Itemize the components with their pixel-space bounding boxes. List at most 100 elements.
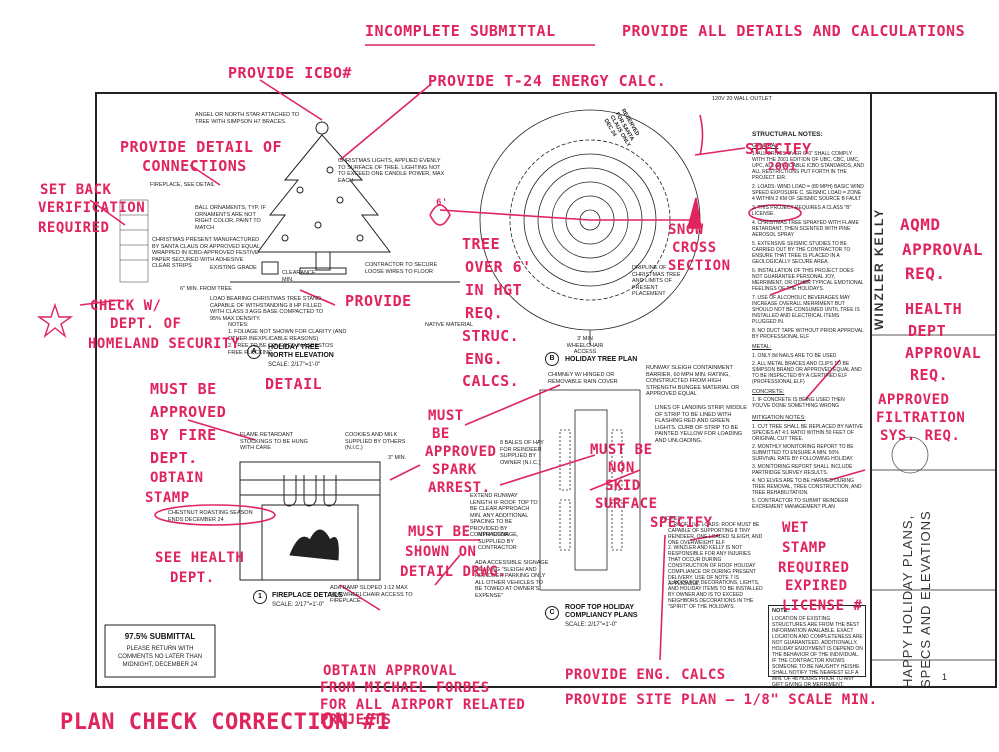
markup-fire-3: BY FIRE [150, 426, 217, 444]
note-contractor: CONTRACTOR TO SECURE LOOSE WIRES TO FLOO… [365, 262, 438, 275]
structural-note-3: 3. THIS PROJECT REQUIRES A CLASS "B" LIC… [752, 205, 852, 217]
note-hay: 8 BALES OF HAY FOR REINDEER SUPPLIED BY … [500, 440, 544, 466]
project-title-1: HAPPY HOLIDAY PLANS, [900, 514, 915, 688]
markup-expired-1: EXPIRED [785, 578, 848, 594]
view-tag-b: B [545, 352, 559, 366]
markup-fire-2: APPROVED [150, 403, 227, 421]
markup-spark-3: APPROVED [425, 444, 497, 460]
tree-subtitle: NORTH ELEVATION [268, 352, 334, 359]
view-tag-1: 1 [253, 590, 267, 604]
markup-tree-1: TREE [462, 235, 501, 253]
markup-provide-all: PROVIDE ALL DETAILS AND CALCULATIONS [622, 22, 966, 40]
markup-fire-4: DEPT. [150, 449, 198, 467]
note-fireplace-see: FIREPLACE, SEE DETAIL [150, 182, 216, 188]
structural-note-6: 6. INSTALLATION OF THIS PROJECT DOES NOT… [752, 268, 864, 292]
location-note-box: NOTE: LOCATION OF EXISTING STRUCTURES AR… [768, 605, 866, 688]
markup-health-1: HEALTH [905, 300, 963, 318]
markup-shown-1: MUST BE [408, 524, 471, 540]
note-access: 3' MIN WHEELCHAIR ACCESS [566, 336, 604, 355]
markup-filter-1: APPROVED [878, 392, 950, 408]
markup-snow-3: SECTION [668, 258, 731, 274]
note-dripline: DRIPLINE OF CHRISTMAS TREE AND LIMITS OF… [632, 265, 681, 297]
note-notes-hdr: NOTES: [228, 322, 249, 328]
markup-expired-2: LICENSE # [782, 598, 863, 614]
markup-filter-3: SYS. REQ. [880, 428, 961, 444]
note-chestnut: CHESTNUT ROASTING SEASON ENDS DECEMBER 2… [168, 510, 253, 523]
markup-plan-check: PLAN CHECK CORRECTION #1 [60, 710, 390, 735]
markup-specify-top: SPECIFY [745, 140, 812, 158]
markup-tree-3: IN HGT [465, 281, 523, 299]
markup-aqmd-2: APPROVAL [902, 240, 984, 259]
markup-wet-2: STAMP [782, 540, 827, 556]
markup-skid-3: SKID [605, 478, 641, 494]
roof-title-1: ROOF TOP HOLIDAY [565, 604, 635, 611]
structural-note-7: 7. USE OF ALCOHOLIC BEVERAGES MAY INCREA… [752, 295, 860, 325]
view-tag-a: A [247, 345, 261, 359]
location-note: LOCATION OF EXISTING STRUCTURES ARE FROM… [772, 615, 863, 688]
markup-filter-2: FILTRATION [876, 410, 966, 426]
markup-detail: DETAIL [265, 375, 323, 393]
note-extend: EXTEND RUNWAY LENGTH IF ROOF TOP TO BE C… [470, 493, 538, 538]
note-angel: ANGEL OR NORTH STAR ATTACHED TO TREE WIT… [195, 112, 300, 125]
markup-setback-1: SET BACK [40, 182, 112, 198]
sheet-number: 1 [942, 672, 948, 682]
markup-health-3: APPROVAL [905, 344, 982, 362]
note-lines: LINES OF LANDING STRIP, MIDDLE OF STRIP … [655, 405, 747, 444]
general-header: GENERAL [752, 142, 779, 149]
markup-connections-2: CONNECTIONS [142, 157, 247, 175]
markup-spark-5: ARREST. [428, 480, 491, 496]
note-balls: BALL ORNAMENTS, TYP. IF ORNAMENTS ARE NO… [195, 205, 266, 231]
markup-forbes-2: FROM MICHAEL FORBES [320, 680, 490, 696]
plan-title: HOLIDAY TREE PLAN [565, 356, 638, 363]
note-ramp: ADA RAMP SLOPED 1:12 MAX FOR WHEELCHAIR … [330, 585, 413, 604]
markup-incomplete: INCOMPLETE SUBMITTAL [365, 22, 556, 40]
markup-year: 2001 [768, 160, 797, 173]
markup-snow-1: SNOW [668, 222, 704, 238]
note-native: NATIVE MATERIAL [425, 322, 474, 328]
submittal-line1: PLEASE RETURN WITH [126, 646, 194, 652]
markup-provide: PROVIDE [345, 292, 412, 310]
roof-plan-outline [539, 389, 641, 591]
markup-eng-calcs: PROVIDE ENG. CALCS [565, 667, 726, 683]
structural-note-1: 1. ALL DRIVES OVER 6'-0" SHALL COMPLY WI… [752, 151, 864, 181]
mitigation-header: MITIGATION NOTES: [752, 415, 806, 421]
location-note-header: NOTE: [772, 608, 790, 614]
roof-title-2: COMPLIANCY PLANS [565, 612, 638, 619]
markup-tree-5: STRUC. [462, 327, 520, 345]
markup-setback-2: VERIFICATION [38, 200, 146, 216]
markup-skid-4: SURFACE [595, 496, 658, 512]
fireplace-title: FIREPLACE DETAILS [272, 592, 344, 599]
christmas-tree-elevation [230, 121, 460, 283]
note-clearance: CLEARANCE MIN. [282, 270, 316, 283]
note-chimney: CHIMNEY W/ HINGED OR REMOVABLE RAIN COVE… [548, 372, 618, 385]
roof-note-3: 3. ROOF TOP DECORATIONS, LIGHTS, AND HOL… [668, 580, 763, 610]
fireplace-scale: SCALE: 2/17"=1'-0" [272, 602, 325, 608]
metal-header: METAL: [752, 344, 772, 350]
markup-aqmd-1: AQMD [900, 215, 941, 234]
markup-stamp-1: OBTAIN [150, 470, 204, 486]
markup-healthdept-2: DEPT. [170, 570, 215, 586]
concrete-header: CONCRETE: [752, 388, 785, 395]
note-min: 3" MIN. [388, 455, 407, 461]
note-ada: ADA ACCESSIBLE SIGNAGE READING "SLEIGH A… [475, 560, 549, 599]
roof-note-2: 2. WINZLER AND KELLY IS NOT RESPONSIBLE … [668, 545, 756, 587]
structural-notes-header: STRUCTURAL NOTES: [752, 131, 823, 138]
mitigation-note-5: 5. CONTRACTOR TO SUBMIT REINDEER EXCREME… [752, 497, 849, 510]
note-lights: CHRISTMAS LIGHTS, APPLIED EVENLY TO SURF… [338, 158, 445, 184]
markup-tree-7: CALCS. [462, 372, 520, 390]
mitigation-note-1: 1. CUT TREE SHALL BE REPLACED BY NATIVE … [752, 423, 863, 442]
note-stand: LOAD BEARING CHRISTMAS TREE STAND CAPABL… [210, 296, 324, 322]
note-outlet: 120V 20 WALL OUTLET [712, 96, 772, 102]
markup-fire-1: MUST BE [150, 380, 217, 398]
markup-skid-1: MUST BE [590, 442, 653, 458]
roof-note-1: 1. ROOF LIVE LOADS: ROOF MUST BE CAPABLE… [668, 522, 763, 546]
note-present: CHRISTMAS PRESENT MANUFACTURED BY SANTA … [152, 237, 262, 269]
markup-homeland-2: DEPT. OF [110, 316, 182, 332]
markup-spark-1: MUST [428, 408, 464, 424]
markup-tree-6: ENG. [465, 350, 504, 368]
markup-skid-2: NON [608, 460, 635, 476]
metal-note-2: 2. ALL METAL BRACES AND CLIPS TO BE SIMP… [752, 360, 862, 385]
markup-aqmd-3: REQ. [905, 264, 946, 283]
markup-setback-3: REQUIRED [38, 220, 110, 236]
